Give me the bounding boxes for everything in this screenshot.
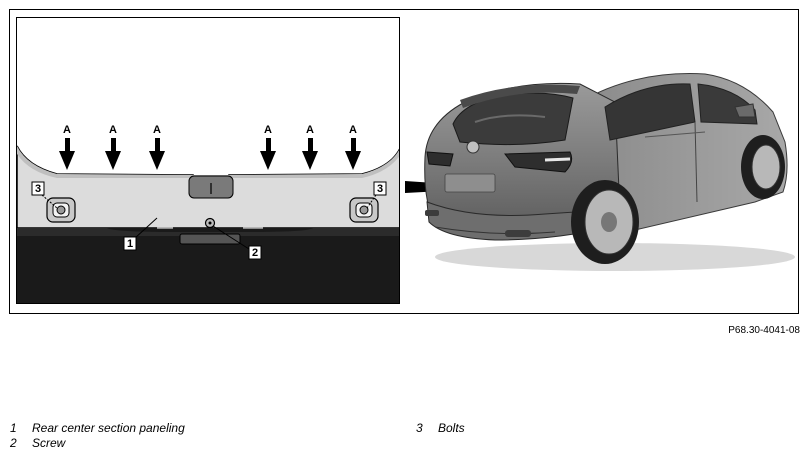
- front-wheel: [741, 135, 785, 199]
- legend-item: 3 Bolts: [416, 421, 465, 435]
- lower-dark-area: [17, 228, 399, 303]
- screw: [204, 217, 216, 229]
- callout-2: 2: [212, 225, 262, 260]
- marker-letter-a: A: [349, 124, 357, 136]
- legend-item: 1 Rear center section paneling: [10, 421, 185, 435]
- car-rear-view: [405, 62, 797, 277]
- svg-text:3: 3: [377, 183, 383, 195]
- marker-letter-a: A: [153, 124, 161, 136]
- legend-item: 2 Screw: [10, 436, 65, 450]
- right-bolt-housing: [349, 197, 379, 223]
- arrow-a-6: A: [345, 124, 361, 170]
- legend-text: Screw: [32, 436, 66, 450]
- svg-text:1: 1: [127, 238, 133, 250]
- arrow-a-5: A: [302, 124, 318, 170]
- marker-letter-a: A: [306, 124, 314, 136]
- callout-3-left: 3: [31, 181, 58, 209]
- legend-text: Rear center section paneling: [32, 421, 185, 435]
- arrow-a-1: A: [59, 124, 75, 170]
- marker-letter-a: A: [63, 124, 71, 136]
- marker-letter-a: A: [109, 124, 117, 136]
- arrow-a-3: A: [149, 124, 165, 170]
- arrow-a-2: A: [105, 124, 121, 170]
- marker-letter-a: A: [264, 124, 272, 136]
- legend-number: 2: [10, 436, 17, 450]
- reference-code: P68.30-4041-08: [728, 325, 800, 336]
- svg-text:2: 2: [252, 247, 258, 259]
- tail-light-left: [426, 151, 454, 167]
- paneling-detail-illustration: A A A A A A: [17, 124, 399, 303]
- rear-wheel: [571, 180, 639, 264]
- rear-bumper: [426, 201, 611, 241]
- callout-3-right: 3: [366, 181, 387, 209]
- callout-1: 1: [123, 217, 158, 251]
- arrow-a-4: A: [260, 124, 276, 170]
- legend-number: 3: [416, 421, 423, 435]
- svg-text:3: 3: [35, 183, 41, 195]
- legend-number: 1: [10, 421, 17, 435]
- car-illustration: [405, 73, 795, 271]
- left-bolt-housing: [46, 197, 76, 223]
- legend-text: Bolts: [438, 421, 465, 435]
- detail-inset: A A A A A A: [16, 17, 400, 304]
- brand-badge: [466, 140, 480, 154]
- tail-light-right: [504, 151, 573, 173]
